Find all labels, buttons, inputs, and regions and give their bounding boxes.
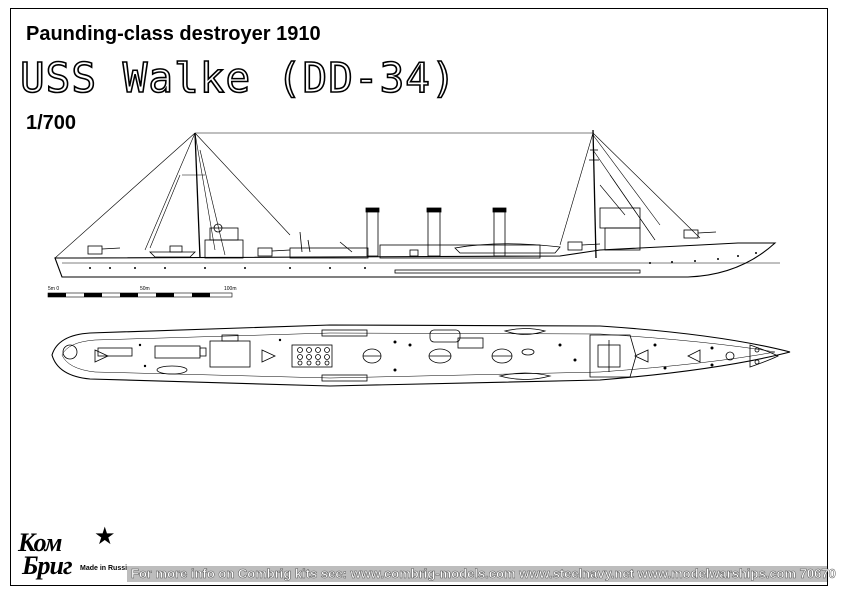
scale-label-100: 100m <box>224 286 237 292</box>
side-profile <box>54 129 780 278</box>
plan-view <box>51 324 791 387</box>
logo-word-bottom: Бриг <box>22 551 73 580</box>
deck-guns <box>87 229 717 257</box>
combrig-logo: Ком Бриг ★ Made in Russia <box>18 522 138 582</box>
logo-subtitle: Made in Russia <box>80 565 131 572</box>
scale-title: 1/700 <box>26 112 77 134</box>
scale-bar: 5m 0 50m 100m <box>47 286 237 298</box>
drawing-frame <box>10 8 828 586</box>
footer-text: For more info on Combrig kits see: www.c… <box>131 566 836 582</box>
funnel-2 <box>427 209 441 257</box>
funnel-1 <box>366 209 379 257</box>
plan-hull <box>51 324 791 387</box>
foremast <box>194 132 201 259</box>
logo-word-top: Ком <box>18 528 62 557</box>
funnel-3 <box>493 209 506 257</box>
ship-name-title: USS Walke (DD-34) <box>19 54 457 102</box>
mainmast <box>592 129 597 259</box>
rigging-lines <box>54 132 701 259</box>
ship-class-title: Paunding-class destroyer 1910 <box>26 23 321 45</box>
side-hull <box>54 242 777 278</box>
footer-band: For more info on Combrig kits see: www.c… <box>127 566 836 582</box>
star-icon: ★ <box>94 522 116 550</box>
scale-label-0: 5m 0 <box>48 286 59 292</box>
scale-label-50: 50m <box>140 286 150 292</box>
portholes <box>89 252 757 269</box>
skylight-grid <box>291 344 333 368</box>
